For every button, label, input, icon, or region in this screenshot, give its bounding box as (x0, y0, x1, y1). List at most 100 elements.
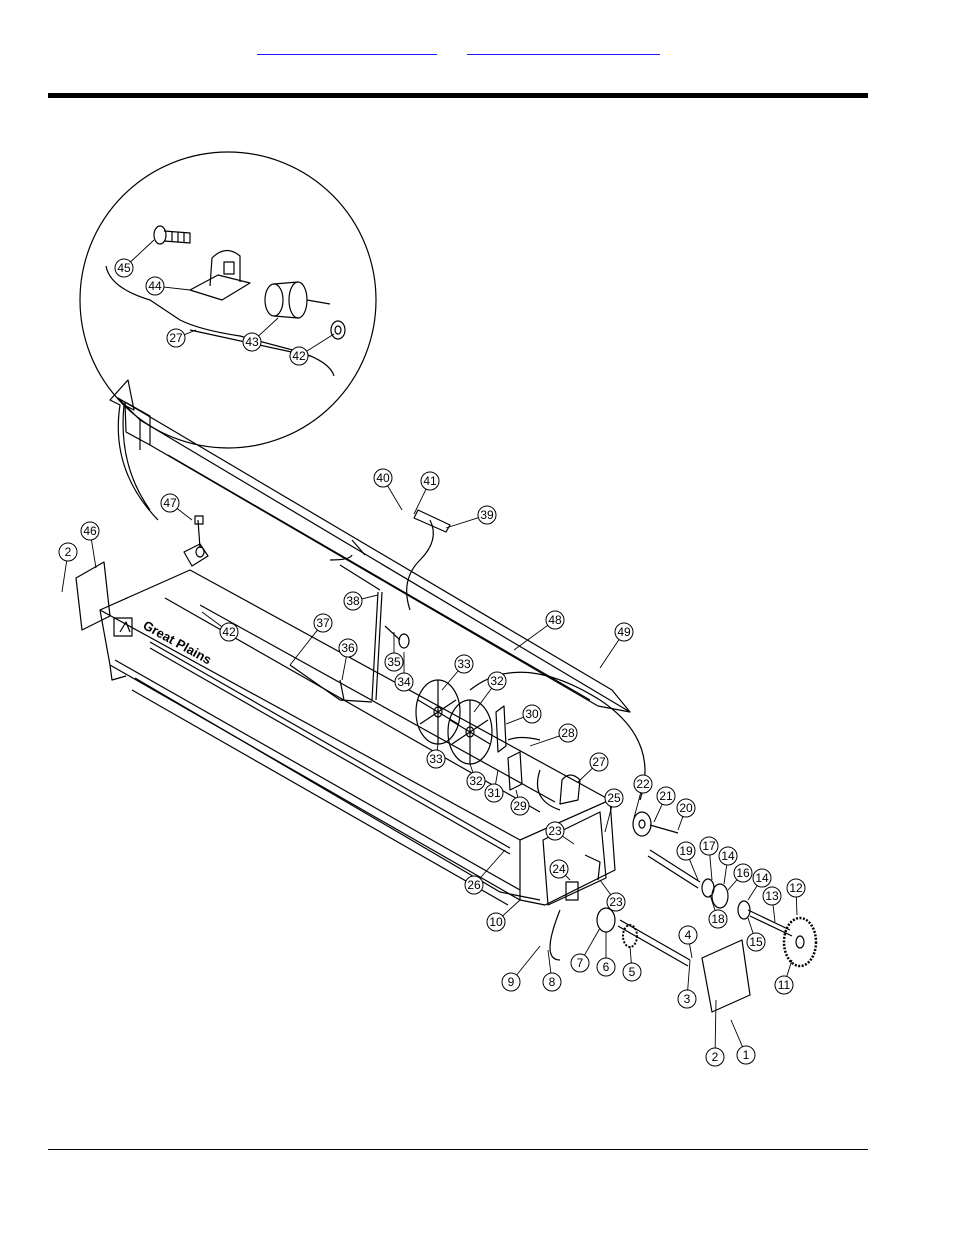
main-frame (100, 570, 615, 905)
callout-number: 23 (609, 895, 623, 909)
callout-number: 27 (592, 755, 606, 769)
callout-number: 3 (684, 992, 691, 1006)
callout-41: 41 (414, 472, 439, 514)
callout-number: 21 (659, 789, 673, 803)
callout-number: 29 (513, 799, 527, 813)
callout-number: 48 (548, 613, 562, 627)
callout-number: 33 (457, 657, 471, 671)
callout-number: 33 (429, 752, 443, 766)
detail-bracket (190, 250, 250, 300)
detail-roller (265, 282, 330, 318)
callout-number: 44 (148, 279, 162, 293)
callout-12: 12 (787, 879, 805, 915)
callout-leader (562, 836, 574, 844)
callout-38: 38 (344, 592, 378, 610)
callout-number: 1 (743, 1048, 750, 1062)
callout-27: 27 (578, 753, 608, 782)
callout-35: 35 (385, 632, 403, 671)
callout-number: 49 (617, 625, 631, 639)
callout-number: 25 (607, 791, 621, 805)
callout-number: 38 (346, 594, 360, 608)
callout-number: 7 (577, 956, 584, 970)
callout-number: 32 (469, 774, 483, 788)
callout-leader (630, 946, 631, 963)
callout-number: 10 (489, 915, 503, 929)
callout-leader (715, 1000, 716, 1048)
callout-11: 11 (775, 960, 793, 994)
callout-3: 3 (678, 960, 696, 1008)
callout-45: 45 (115, 240, 154, 277)
detail-cap (331, 321, 345, 339)
callout-leader (796, 897, 797, 915)
callout-21: 21 (654, 787, 675, 822)
latch-handle (414, 510, 450, 532)
callout-leader (787, 960, 792, 976)
callout-13: 13 (763, 887, 781, 922)
callout-number: 30 (525, 707, 539, 721)
callout-number: 36 (341, 641, 355, 655)
callout-44: 44 (146, 277, 190, 295)
callout-28: 28 (530, 724, 577, 746)
large-sprocket (784, 918, 816, 966)
callout-number: 43 (245, 335, 259, 349)
callout-number: 39 (480, 508, 494, 522)
callout-leader (678, 816, 683, 830)
bracket-30 (496, 706, 506, 752)
callout-16: 16 (728, 864, 752, 890)
callout-40: 40 (374, 469, 402, 510)
right-cover-plate (702, 940, 750, 1012)
callout-leader (442, 671, 458, 690)
callout-4: 4 (679, 926, 697, 958)
callout-leader (474, 688, 492, 712)
callout-layer: 1223456789101112131414151617181920212223… (59, 240, 805, 1066)
callout-leader (516, 790, 518, 797)
callout-23: 23 (600, 880, 625, 911)
callout-number: 26 (467, 878, 481, 892)
bracket-29 (508, 752, 522, 790)
callout-leader (748, 918, 753, 933)
callout-leader (748, 886, 757, 900)
callout-33: 33 (427, 744, 445, 768)
callout-number: 35 (387, 655, 401, 669)
callout-leader (388, 486, 402, 510)
callout-number: 14 (755, 871, 769, 885)
callout-leader (362, 595, 378, 599)
callout-leader (605, 807, 612, 832)
callout-number: 40 (376, 471, 390, 485)
callout-leader (600, 639, 619, 668)
callout-10: 10 (487, 900, 520, 931)
callout-37: 37 (290, 614, 332, 665)
callout-leader (517, 946, 540, 975)
callout-leader (688, 960, 690, 990)
left-cover-plate (76, 562, 110, 630)
callout-leader (446, 518, 478, 528)
callout-49: 49 (600, 623, 633, 668)
callout-43: 43 (243, 318, 278, 351)
callout-leader (307, 334, 334, 351)
callout-leader (584, 928, 600, 955)
callout-7: 7 (571, 928, 600, 972)
callout-leader (184, 330, 196, 335)
callout-33: 33 (442, 655, 473, 690)
callout-leader (496, 770, 498, 784)
callout-number: 9 (508, 975, 515, 989)
callout-number: 34 (397, 675, 411, 689)
callout-32: 32 (467, 764, 485, 790)
callout-39: 39 (446, 506, 496, 528)
callout-leader (437, 744, 438, 750)
callout-number: 12 (789, 881, 803, 895)
callout-number: 8 (549, 975, 556, 989)
callout-9: 9 (502, 946, 540, 991)
callout-31: 31 (485, 770, 503, 802)
callout-5: 5 (623, 946, 641, 981)
callout-number: 28 (561, 726, 575, 740)
callout-2: 2 (59, 543, 77, 592)
callout-number: 14 (721, 849, 735, 863)
detail-bolt (154, 226, 190, 244)
callout-number: 2 (65, 545, 72, 559)
callout-2: 2 (706, 1000, 724, 1066)
callout-15: 15 (747, 918, 765, 951)
callout-leader (728, 880, 737, 890)
callout-number: 20 (679, 801, 693, 815)
callout-30: 30 (506, 705, 541, 724)
